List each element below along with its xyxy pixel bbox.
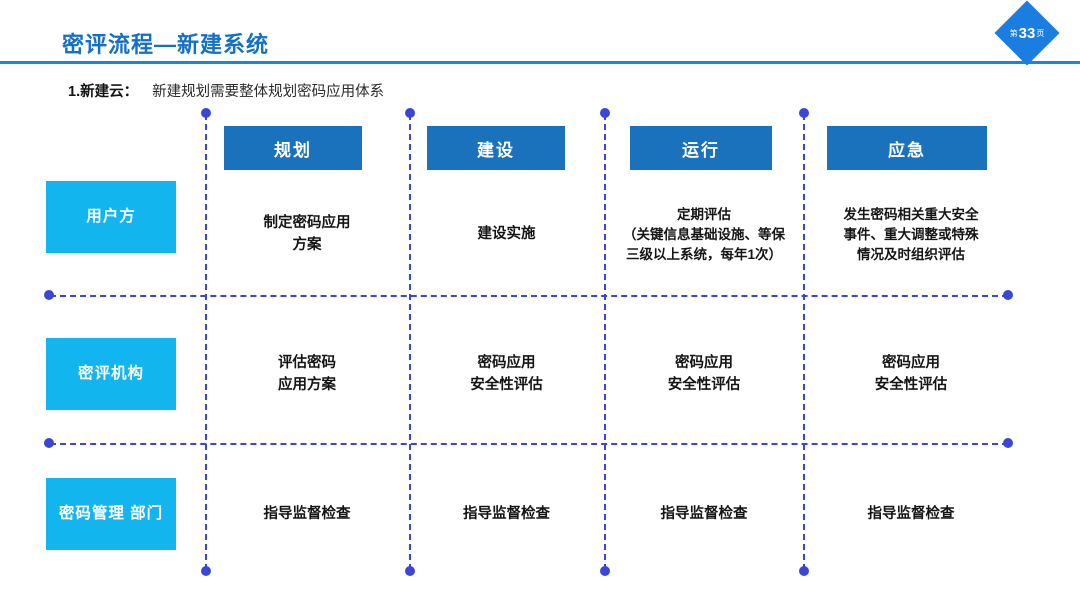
grid-vline-1-top-dot	[201, 108, 211, 118]
grid-vline-4-bottom-dot	[799, 566, 809, 576]
grid-vline-1	[205, 114, 207, 570]
column-header-operation[interactable]: 运行	[630, 126, 772, 170]
cell-admin-emergency: 指导监督检查	[867, 506, 955, 523]
grid-hline-1	[50, 295, 1008, 297]
cell-admin-planning: 指导监督检查	[263, 506, 351, 523]
grid-vline-1-bottom-dot	[201, 566, 211, 576]
cell-org-construction: 密码应用 安全性评估	[470, 355, 543, 393]
column-header-emergency[interactable]: 应急	[827, 126, 987, 170]
grid-vline-2-bottom-dot	[405, 566, 415, 576]
column-header-construction[interactable]: 建设	[427, 126, 565, 170]
row-label-user-party[interactable]: 用户方	[46, 181, 176, 253]
cell-admin-construction: 指导监督检查	[463, 506, 550, 523]
cell-org-operation: 密码应用 安全性评估	[667, 355, 741, 393]
cell-user-operation: 定期评估 （关键信息基础设施、等保 三级以上系统，每年1次）	[623, 206, 785, 263]
grid-vline-3	[604, 114, 606, 570]
page-number-badge: 第 33 页	[1004, 10, 1050, 56]
row-label-assessment-org[interactable]: 密评机构	[46, 338, 176, 410]
grid-vline-4-top-dot	[799, 108, 809, 118]
grid-vline-2-top-dot	[405, 108, 415, 118]
cell-admin-operation: 指导监督检查	[660, 506, 748, 523]
page-title: 密评流程—新建系统	[62, 32, 270, 57]
subtitle-label: 1.新建云：	[68, 84, 139, 100]
page-badge-prefix: 第	[1009, 28, 1018, 38]
grid-vline-3-top-dot	[600, 108, 610, 118]
subtitle-text: 新建规划需要整体规划密码应用体系	[152, 84, 385, 100]
row-label-crypto-admin[interactable]: 密码管理 部门	[46, 478, 176, 550]
grid-hline-2-left-dot	[44, 438, 54, 448]
title-divider	[0, 61, 1080, 64]
page-badge-number: 33	[1018, 24, 1036, 42]
cell-user-emergency: 发生密码相关重大安全 事件、重大调整或特殊 情况及时组织评估	[843, 206, 979, 263]
grid-vline-4	[803, 114, 805, 570]
subtitle: 1.新建云： 新建规划需要整体规划密码应用体系	[68, 80, 384, 101]
grid-hline-2	[50, 443, 1008, 445]
grid-hline-2-right-dot	[1003, 438, 1013, 448]
grid-hline-1-left-dot	[44, 290, 54, 300]
cell-org-planning: 评估密码 应用方案	[278, 355, 336, 393]
grid-vline-3-bottom-dot	[600, 566, 610, 576]
grid-hline-1-right-dot	[1003, 290, 1013, 300]
grid-vline-2	[409, 114, 411, 570]
cell-user-construction: 建设实施	[477, 226, 536, 243]
page-badge-suffix: 页	[1036, 28, 1045, 38]
cell-user-planning: 制定密码应用 方案	[263, 215, 351, 253]
column-header-planning[interactable]: 规划	[224, 126, 362, 170]
cell-org-emergency: 密码应用 安全性评估	[874, 355, 948, 393]
